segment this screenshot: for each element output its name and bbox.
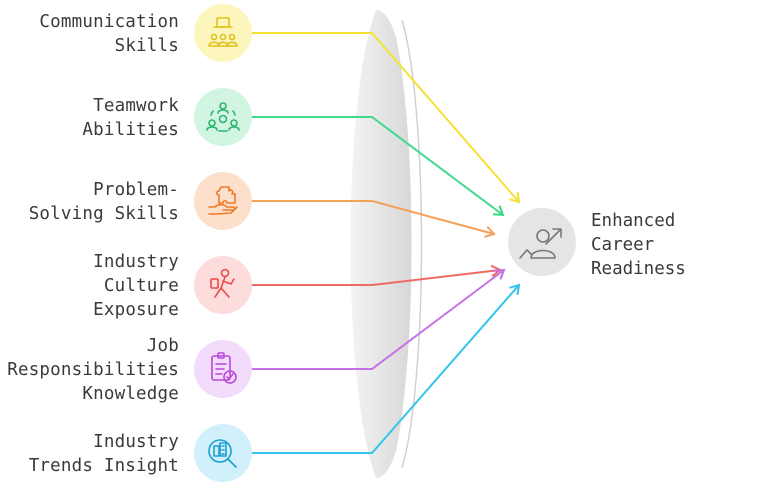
input-node-teamwork-abilities xyxy=(194,88,252,146)
magnifier-buildings-icon xyxy=(208,439,237,468)
arrowhead xyxy=(509,191,521,204)
input-node-industry-trends-insight xyxy=(194,424,252,482)
input-label-teamwork-abilities: Teamwork Abilities xyxy=(82,96,179,140)
connector-job-responsibilities-knowledge xyxy=(252,268,506,370)
input-node-industry-culture-exposure xyxy=(194,256,252,314)
connector-industry-trends-insight xyxy=(252,283,521,454)
input-node-problem-solving-skills xyxy=(194,172,252,230)
connector-communication-skills xyxy=(252,32,521,204)
input-label-industry-culture-exposure: Industry Culture Exposure xyxy=(93,252,179,320)
input-label-industry-trends-insight: Industry Trends Insight xyxy=(28,432,179,476)
output-node xyxy=(508,208,576,276)
connector-teamwork-abilities xyxy=(252,116,505,217)
output-label-enhanced-career-readiness: Enhanced Career Readiness xyxy=(591,211,686,279)
arrowhead xyxy=(493,268,506,280)
presentation-people-icon xyxy=(208,17,238,47)
input-label-problem-solving-skills: Problem- Solving Skills xyxy=(28,180,179,224)
arrowhead xyxy=(509,283,521,296)
input-node-job-responsibilities-knowledge xyxy=(194,340,252,398)
arrowhead xyxy=(492,205,505,217)
clipboard-check-icon xyxy=(211,352,237,384)
team-cycle-icon xyxy=(206,102,240,132)
input-label-job-responsibilities-knowledge: Job Responsibilities Knowledge xyxy=(7,336,179,404)
connector-problem-solving-skills xyxy=(252,200,496,238)
lens-shape xyxy=(350,10,423,478)
arrowhead xyxy=(484,225,496,238)
hand-puzzle-icon xyxy=(208,186,238,215)
input-label-communication-skills: Communication Skills xyxy=(39,12,179,56)
person-growth-icon xyxy=(519,228,562,259)
worker-icon xyxy=(210,268,235,298)
input-node-communication-skills xyxy=(194,4,252,62)
